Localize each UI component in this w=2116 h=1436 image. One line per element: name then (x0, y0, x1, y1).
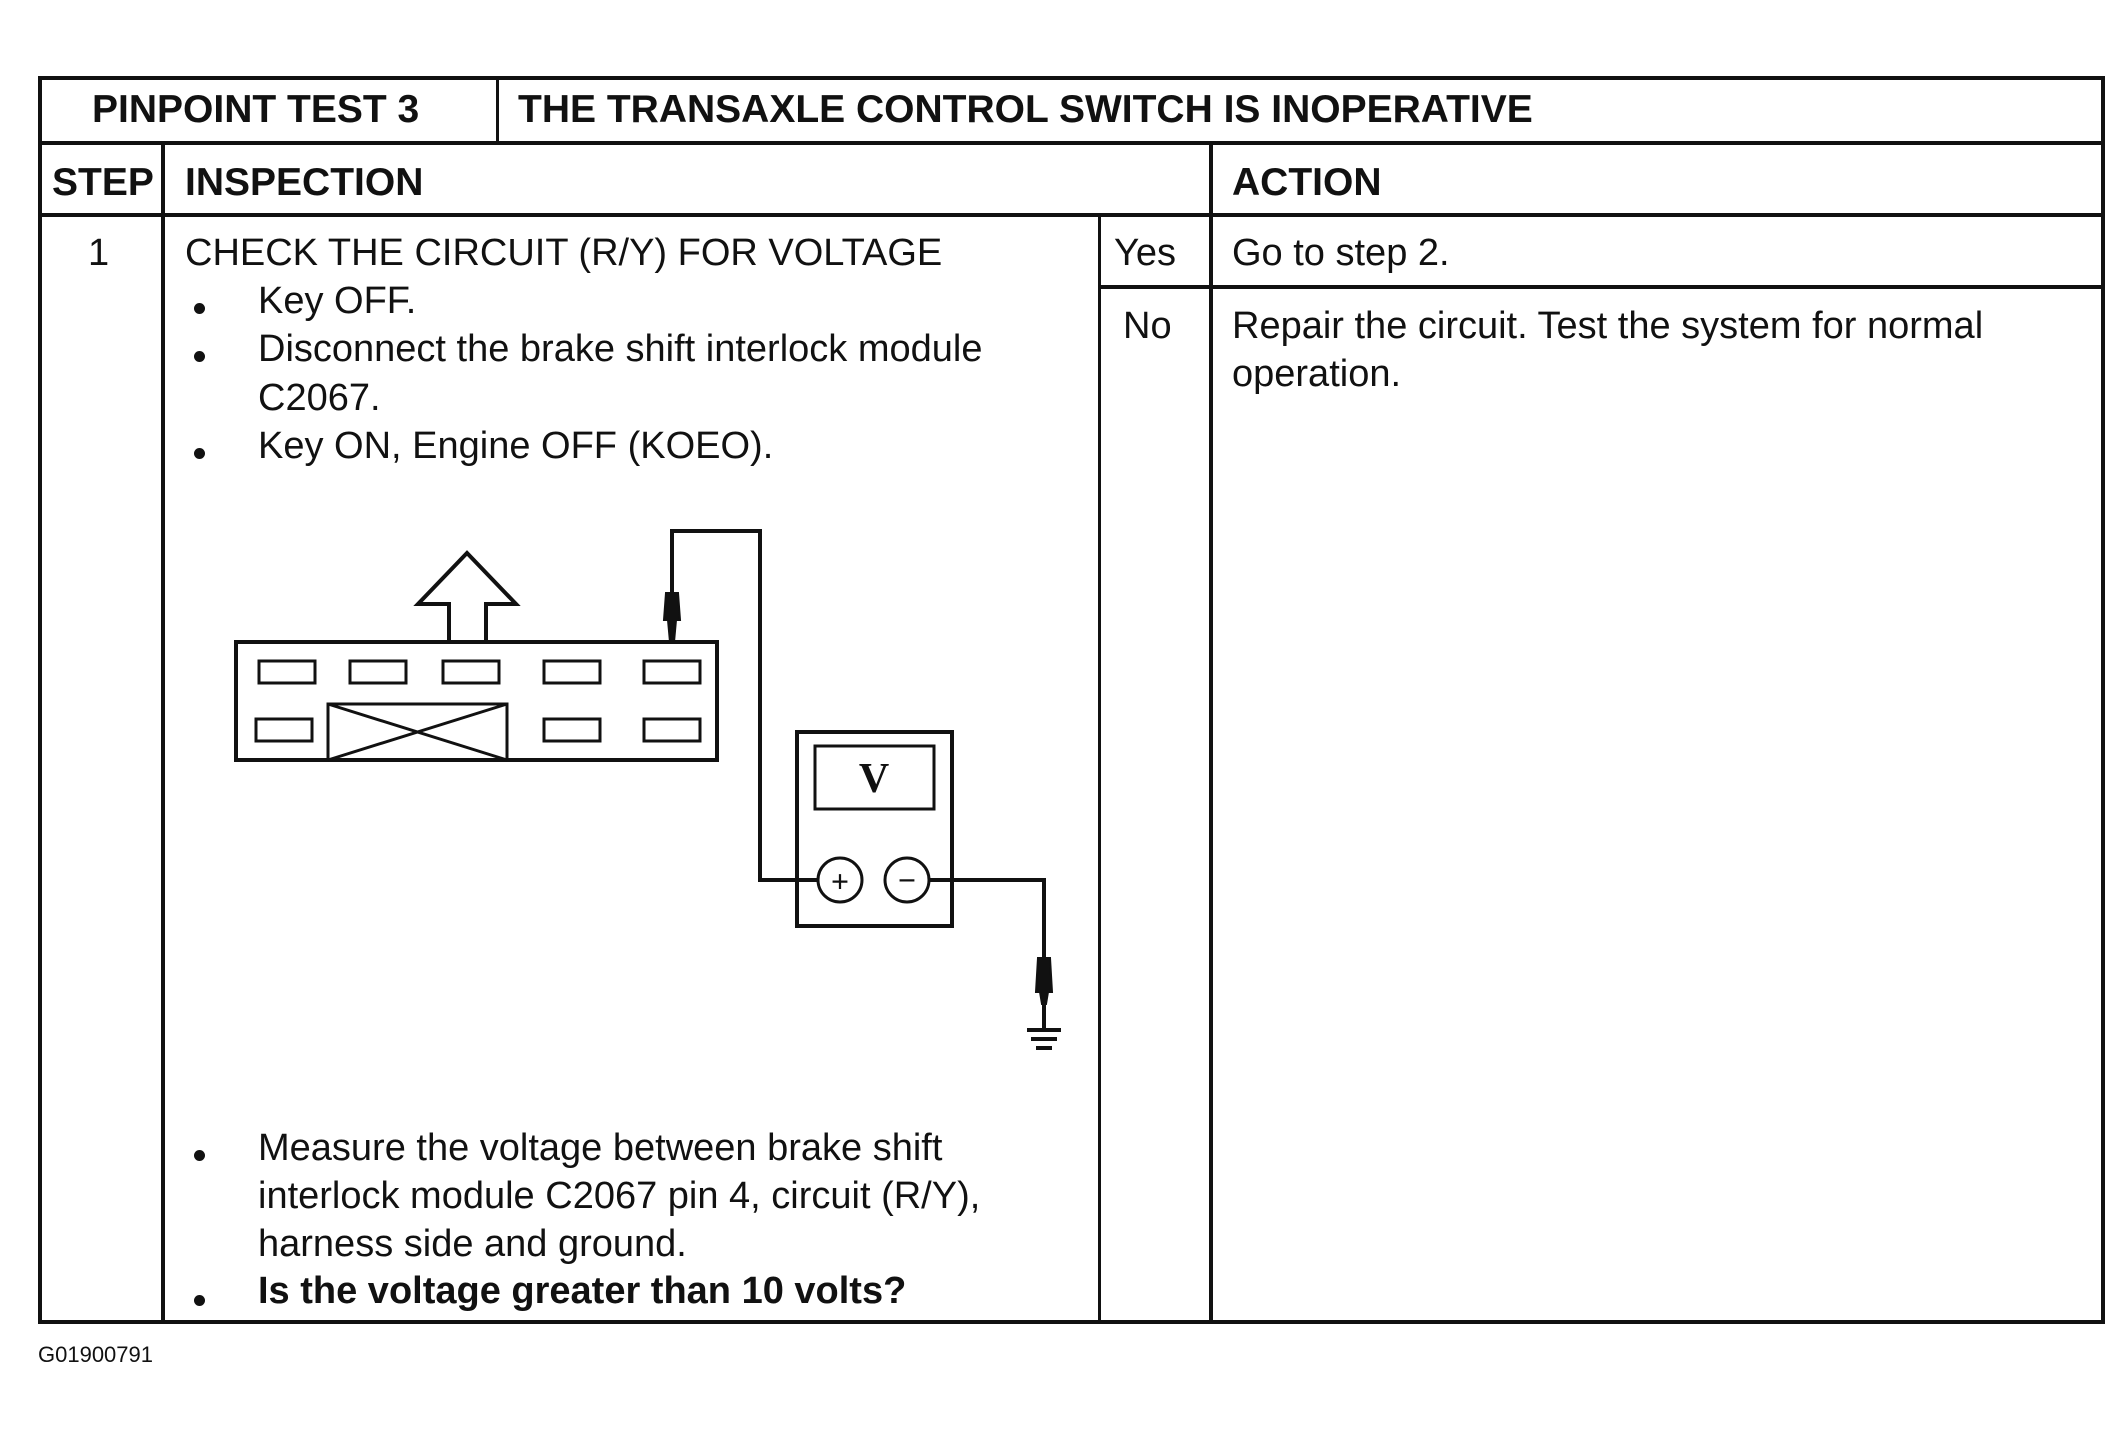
positive-terminal-icon (816, 856, 864, 904)
table-border-left (38, 76, 42, 1324)
bullet-dot (194, 1295, 205, 1306)
table-border-right (2101, 76, 2105, 1324)
step-column-divider (161, 141, 165, 1324)
header-row-separator (38, 213, 2105, 217)
bullet-measure-line-3: harness side and ground. (258, 1223, 687, 1265)
figure-code: G01900791 (38, 1342, 153, 1367)
step-number: 1 (88, 232, 110, 274)
result-no-action-line-2: operation. (1232, 353, 1402, 395)
voltmeter-label: V (859, 756, 889, 802)
inspection-column-divider (1098, 213, 1101, 1324)
connector-direction-arrow-icon (413, 550, 521, 642)
bullet-dot (194, 351, 205, 362)
voltmeter-icon (795, 730, 954, 928)
bullet-koeo: Key ON, Engine OFF (KOEO). (258, 425, 774, 467)
result-no-label: No (1123, 305, 1172, 347)
bullet-dot (194, 448, 205, 459)
negative-test-lead (929, 878, 1046, 1000)
table-border-top (38, 76, 2105, 80)
positive-test-lead (670, 529, 817, 882)
pinpoint-test-title: THE TRANSAXLE CONTROL SWITCH IS INOPERAT… (518, 88, 1533, 131)
inspection-column-header: INSPECTION (185, 161, 424, 204)
negative-symbol: − (898, 862, 916, 898)
bullet-dot (194, 1150, 205, 1161)
result-no-action-line-1: Repair the circuit. Test the system for … (1232, 305, 1984, 347)
result-column-divider (1209, 141, 1213, 1324)
title-cell-divider (496, 76, 499, 143)
bullet-question: Is the voltage greater than 10 volts? (258, 1270, 907, 1312)
ground-icon (1027, 1000, 1061, 1050)
bullet-dot (194, 303, 205, 314)
title-row-separator (38, 141, 2105, 145)
bullet-measure-line-2: interlock module C2067 pin 4, circuit (R… (258, 1175, 981, 1217)
result-yes-label: Yes (1114, 232, 1176, 274)
bullet-measure-line-1: Measure the voltage between brake shift (258, 1127, 943, 1169)
bullet-disconnect-line-1: Disconnect the brake shift interlock mod… (258, 328, 983, 370)
step-heading: CHECK THE CIRCUIT (R/Y) FOR VOLTAGE (185, 232, 943, 274)
action-column-header: ACTION (1232, 161, 1382, 204)
yes-no-separator (1100, 285, 2105, 289)
positive-symbol: + (831, 863, 849, 899)
connector-pin-4-icon (642, 659, 702, 685)
bullet-disconnect-line-2: C2067. (258, 377, 381, 419)
pinpoint-test-label: PINPOINT TEST 3 (92, 88, 420, 131)
voltmeter-display (813, 744, 936, 811)
negative-probe-icon (1034, 957, 1054, 1005)
step-column-header: STEP (52, 161, 154, 204)
table-border-bottom (38, 1320, 2105, 1324)
bullet-key-off: Key OFF. (258, 280, 417, 322)
result-yes-action: Go to step 2. (1232, 232, 1450, 274)
positive-probe-icon (662, 592, 682, 643)
